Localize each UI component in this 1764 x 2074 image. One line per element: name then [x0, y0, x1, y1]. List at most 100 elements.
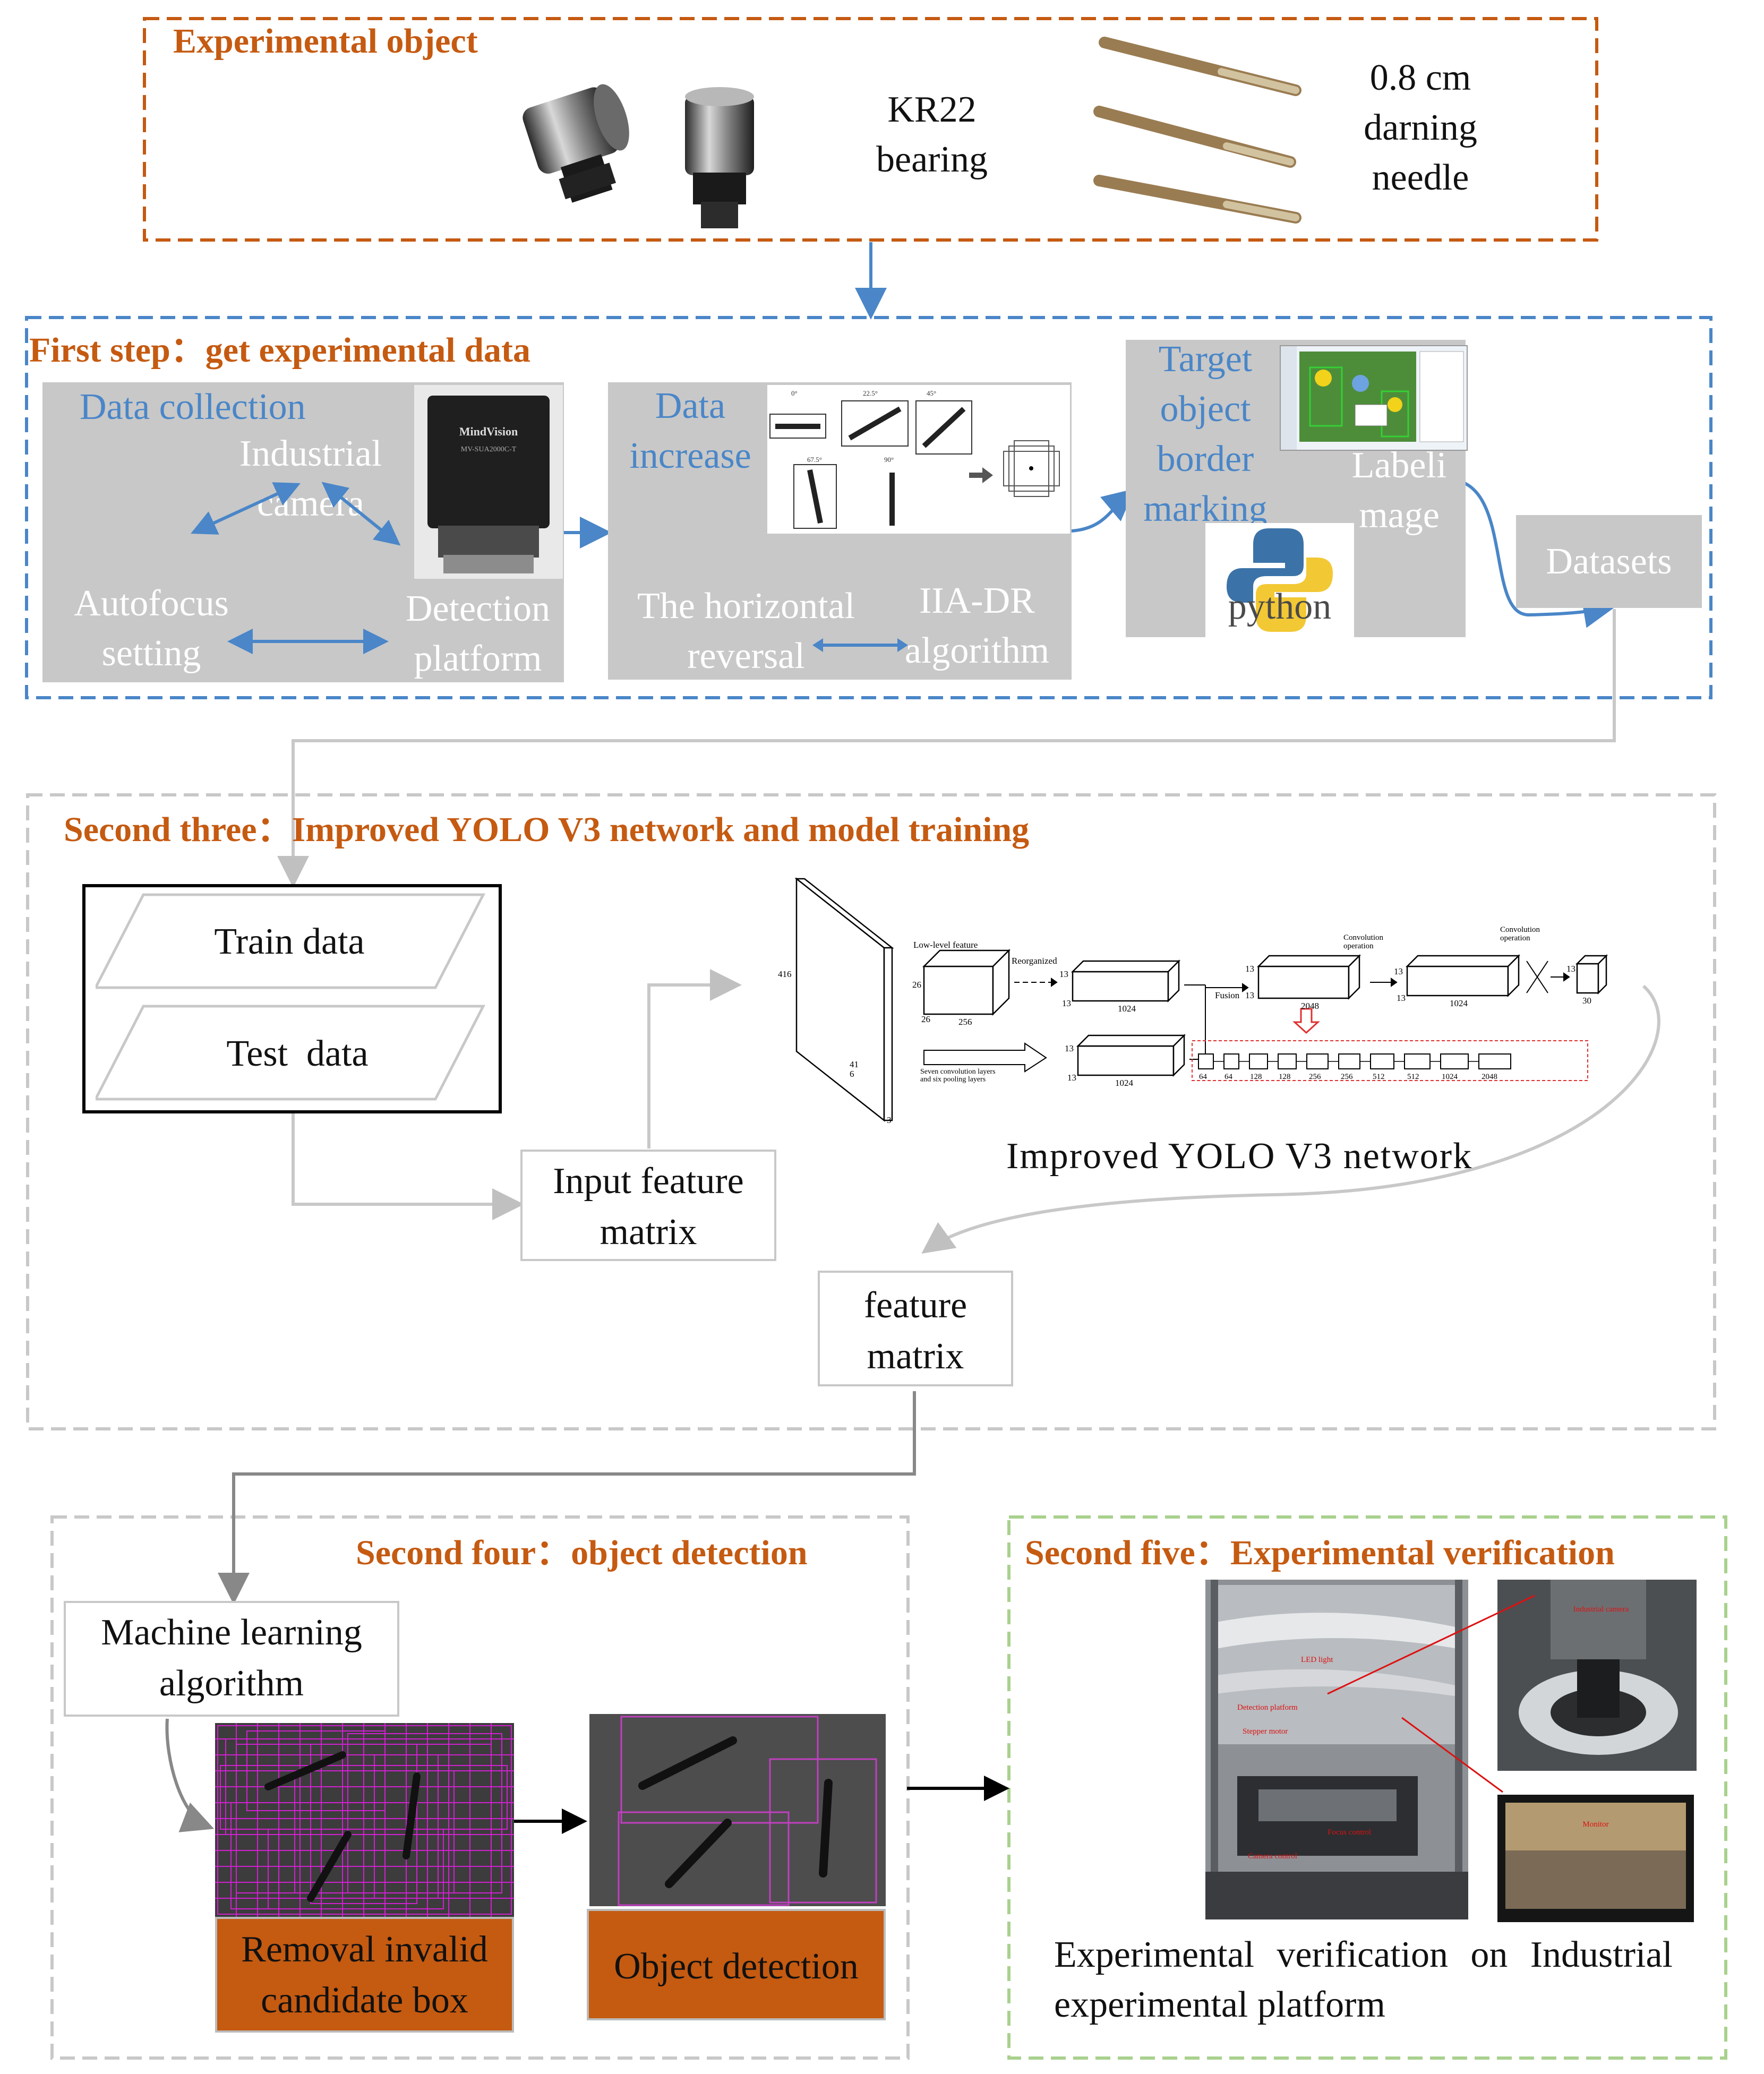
net-dim-13a: 13	[1059, 969, 1068, 979]
removal-candidates-image	[215, 1723, 514, 1917]
chain-5: 256	[1341, 1073, 1353, 1081]
chain-8: 1024	[1442, 1073, 1458, 1081]
ml-algorithm-box: Machine learning algorithm	[64, 1601, 399, 1717]
photo-label-3: Focus control	[1328, 1828, 1371, 1837]
net-dim-13d: 13	[1067, 1073, 1076, 1083]
angle-label-3: 67.5°	[807, 456, 822, 464]
chain-0: 64	[1199, 1073, 1208, 1081]
second-four-title: Second four：object detection	[356, 1533, 808, 1572]
photo-label-2: Stepper motor	[1243, 1727, 1288, 1736]
removal-label-box: Removal invalid candidate box	[215, 1917, 514, 2033]
data-collection-heading: Data collection	[80, 387, 306, 427]
monitor-photo: Monitor	[1497, 1795, 1694, 1922]
photo-label-0: LED light	[1301, 1656, 1333, 1664]
net-reorganized: Reorganized	[1012, 956, 1057, 966]
net-dim-13g: 13	[1394, 966, 1403, 976]
angle-label-1: 22.5°	[863, 389, 878, 397]
autofocus-label: Autofocus setting	[74, 583, 229, 674]
camera-closeup-photo: Industrial camera	[1497, 1580, 1697, 1771]
angle-label-0: 0°	[791, 389, 798, 397]
photo-label-1: Detection platform	[1237, 1703, 1298, 1712]
python-logo: python	[1205, 523, 1354, 637]
photo-label-4: Industrial camera	[1573, 1605, 1629, 1614]
object-detection-image	[589, 1714, 886, 1906]
net-input-c: 3	[887, 1115, 892, 1125]
second-five-title: Second five：Experimental verification	[1025, 1533, 1615, 1572]
photo-callout-lines	[1327, 1595, 1535, 1793]
net-dim-1024b: 1024	[1115, 1078, 1134, 1088]
photo-label-6: Monitor	[1582, 1820, 1608, 1829]
verification-caption: Experimental verification on Industrial …	[1054, 1934, 1673, 2025]
net-low-level: Low-level feature	[913, 940, 978, 950]
net-dim-13e: 13	[1245, 964, 1254, 974]
test-data-label: Test data	[226, 1033, 369, 1074]
bearing-label: KR22 bearing	[876, 89, 988, 180]
second-five-frame	[1007, 1515, 1727, 2060]
chain-3: 128	[1279, 1073, 1291, 1081]
datasets-box: Datasets	[1516, 515, 1702, 608]
target-marking-heading: Target object border marking	[1143, 339, 1268, 529]
arrow-increase-to-marking	[1071, 488, 1135, 533]
arrow-ml-to-removal	[165, 1718, 215, 1832]
chain-1: 64	[1224, 1073, 1233, 1081]
second-three-title: Second three：Improved YOLO V3 network an…	[64, 810, 1030, 849]
needle-label: 0.8 cm darning needle	[1364, 57, 1477, 198]
python-wordmark: python	[1228, 586, 1331, 627]
arrow-network-to-feature	[921, 984, 1660, 1254]
chain-7: 512	[1407, 1073, 1419, 1081]
labelimage-screenshot	[1280, 345, 1468, 451]
net-dim-13b: 13	[1062, 998, 1071, 1008]
arrow-data-to-input	[292, 1113, 524, 1220]
needle-photo	[1093, 37, 1301, 224]
angle-label-4: 90°	[884, 456, 894, 464]
iia-dr-label: IIA-DR algorithm	[904, 580, 1050, 671]
chain-2: 128	[1250, 1073, 1262, 1081]
feature-matrix-box: feature matrix	[818, 1271, 1013, 1386]
chain-4: 256	[1309, 1073, 1321, 1081]
camera-model: MV-SUA2000C-T	[461, 445, 517, 453]
first-step-frame	[25, 316, 1712, 699]
net-input-h: 416	[778, 969, 792, 979]
arrow-datasets-to-train	[277, 609, 1616, 888]
net-fusion: Fusion	[1215, 990, 1240, 1000]
object-detection-label-box: Object detection	[587, 1909, 886, 2020]
net-dim-13h: 13	[1397, 993, 1406, 1003]
net-dim-1024a: 1024	[1118, 1004, 1136, 1014]
horizontal-reversal-label: The horizontal reversal	[637, 586, 855, 676]
labelimage-label: Labeli mage	[1351, 445, 1447, 536]
net-dim-2048: 2048	[1301, 1001, 1319, 1011]
data-increase-heading: Data increase	[629, 385, 751, 476]
chain-9: 2048	[1482, 1073, 1497, 1081]
yolo-caption: Improved YOLO V3 network	[1006, 1136, 1473, 1177]
net-dim-1024c: 1024	[1450, 998, 1468, 1008]
platform-photo: LED light Detection platform Stepper mot…	[1205, 1580, 1468, 1919]
first-step-title: First step：get experimental data	[29, 331, 530, 370]
net-dim-30: 30	[1582, 996, 1591, 1006]
experimental-object-title: Experimental object	[173, 22, 478, 61]
experimental-object-frame	[143, 17, 1598, 242]
net-dim-26a: 26	[912, 980, 921, 990]
detection-platform-label: Detection platform	[405, 588, 551, 679]
net-dim-13c: 13	[1065, 1043, 1074, 1053]
bearing-photo	[523, 84, 754, 228]
industrial-camera-photo: MindVision MV-SUA2000C-T	[414, 385, 563, 579]
arrow-marking-to-datasets	[1433, 478, 1615, 628]
train-data-label: Train data	[214, 921, 365, 962]
net-dim-256: 256	[958, 1017, 972, 1027]
angle-label-2: 45°	[927, 389, 936, 397]
reversal-iia-relation	[812, 638, 908, 652]
chain-6: 512	[1373, 1073, 1385, 1081]
arrow-feature-to-ml	[218, 1391, 916, 1605]
net-dim-13f: 13	[1245, 990, 1254, 1000]
net-dim-26b: 26	[921, 1014, 930, 1024]
collection-relations	[191, 482, 401, 654]
input-feature-matrix-box: Input feature matrix	[520, 1150, 776, 1261]
rotation-examples: 0° 22.5° 45° 67.5° 90°	[767, 385, 1070, 534]
